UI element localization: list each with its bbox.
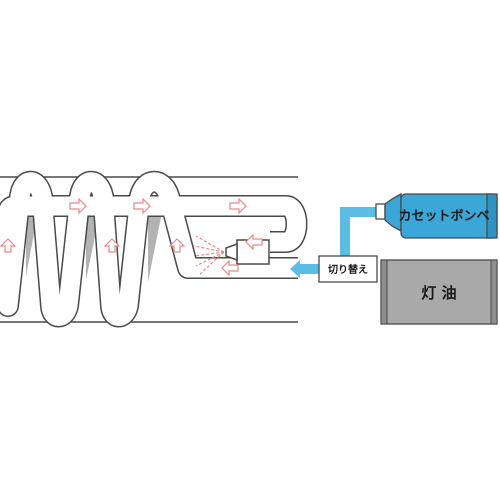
airflow-arrows	[0, 197, 263, 277]
burner-nozzle	[225, 239, 270, 265]
spray-lines	[193, 235, 225, 275]
arrow-right-icon	[229, 197, 247, 215]
arrow-left-icon	[221, 259, 239, 277]
cassette-label: カセットボンベ	[398, 208, 489, 224]
switch-label: 切り替え	[328, 263, 368, 276]
kerosene-label: 灯 油	[421, 284, 456, 302]
arrow-right-icon	[69, 197, 87, 215]
arrow-up-icon	[168, 238, 186, 253]
switch-label-box: 切り替え	[318, 255, 378, 283]
arrow-left-icon	[245, 233, 263, 251]
arrow-right-icon	[133, 197, 151, 215]
kerosene-tank: 灯 油	[380, 259, 498, 325]
serpentine-tube	[0, 170, 308, 328]
arrow-up-icon	[103, 238, 121, 253]
cassette-canister: カセットボンベ	[375, 192, 498, 239]
arrow-up-icon	[0, 238, 17, 253]
